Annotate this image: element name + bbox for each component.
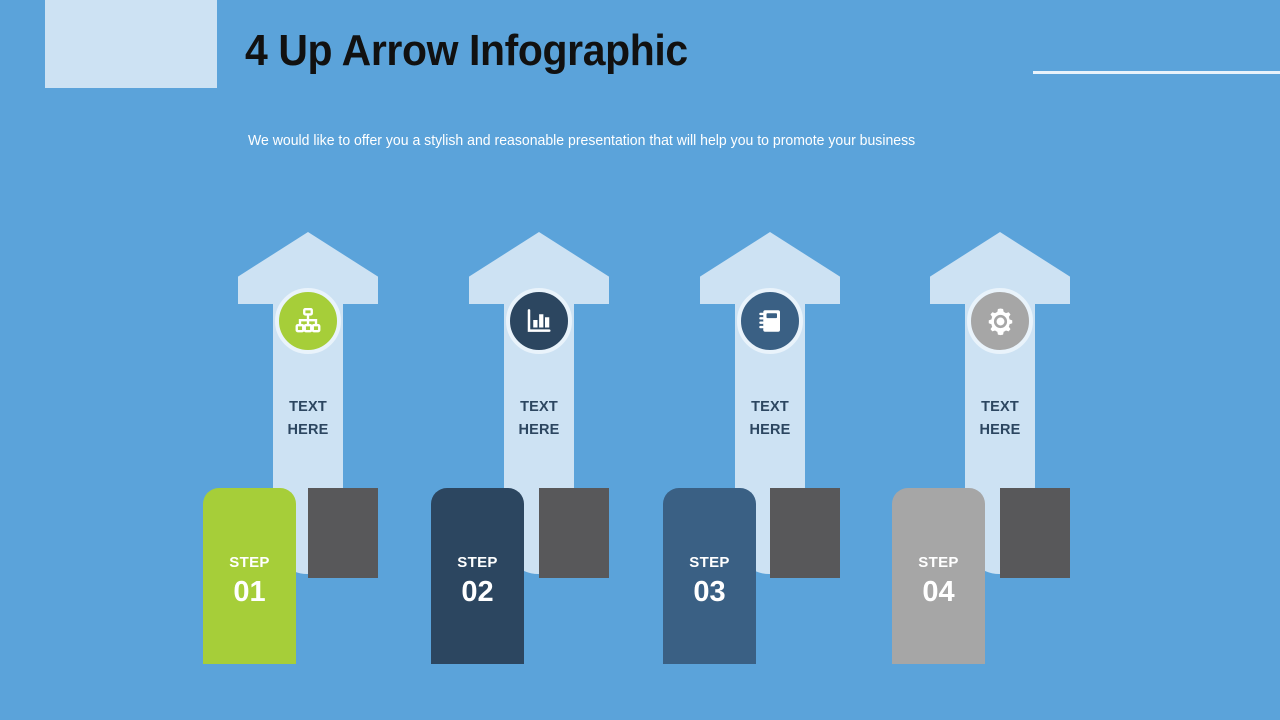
notebook-icon <box>755 306 785 336</box>
step-body-text-4: TEXT HERE <box>930 396 1070 442</box>
step-body-line-2: HERE <box>749 421 791 438</box>
step-column-2[interactable]: STEP 02 TEXT HERE <box>431 0 729 720</box>
step-number: 02 <box>461 576 494 608</box>
header-accent-box <box>45 0 217 88</box>
step-number: 01 <box>233 576 266 608</box>
step-body-line-1: TEXT <box>289 399 327 415</box>
page-title: 4 Up Arrow Infographic <box>245 26 688 75</box>
step-icon-badge-4[interactable] <box>967 288 1033 354</box>
page-subtitle: We would like to offer you a stylish and… <box>248 133 916 149</box>
step-body-line-2: HERE <box>979 421 1021 438</box>
gear-icon <box>985 306 1016 337</box>
step-body-line-2: HERE <box>287 421 329 438</box>
bar-chart-icon <box>524 306 554 336</box>
step-card-4[interactable]: STEP 04 <box>892 488 985 664</box>
step-icon-badge-1[interactable] <box>275 288 341 354</box>
org-chart-icon <box>293 306 323 336</box>
step-body-text-3: TEXT HERE <box>700 396 840 442</box>
step-label: STEP <box>229 554 270 571</box>
header-accent-rule <box>1033 71 1280 74</box>
step-number: 03 <box>693 576 726 608</box>
step-icon-badge-2[interactable] <box>506 288 572 354</box>
step-card-3[interactable]: STEP 03 <box>663 488 756 664</box>
card-fold-shadow-tail-3 <box>770 488 806 578</box>
step-card-1[interactable]: STEP 01 <box>203 488 296 664</box>
step-body-line-1: TEXT <box>981 399 1019 415</box>
step-body-line-2: HERE <box>518 421 560 438</box>
step-column-1[interactable]: STEP 01 TEXT HERE <box>203 0 498 720</box>
card-fold-shadow-tail-2 <box>539 488 575 578</box>
card-fold-shadow-tail-4 <box>1000 488 1036 578</box>
step-label: STEP <box>457 554 498 571</box>
step-column-3[interactable]: STEP 03 TEXT HERE <box>663 0 960 720</box>
step-icon-badge-3[interactable] <box>737 288 803 354</box>
step-body-text-2: TEXT HERE <box>469 396 609 442</box>
step-number: 04 <box>922 576 955 608</box>
step-body-line-1: TEXT <box>751 399 789 415</box>
step-body-text-1: TEXT HERE <box>238 396 378 442</box>
card-fold-shadow-tail-1 <box>308 488 344 578</box>
step-card-2[interactable]: STEP 02 <box>431 488 524 664</box>
step-column-4[interactable]: STEP 04 TEXT HERE <box>892 0 1190 720</box>
step-label: STEP <box>689 554 730 571</box>
step-body-line-1: TEXT <box>520 399 558 415</box>
step-label: STEP <box>918 554 959 571</box>
